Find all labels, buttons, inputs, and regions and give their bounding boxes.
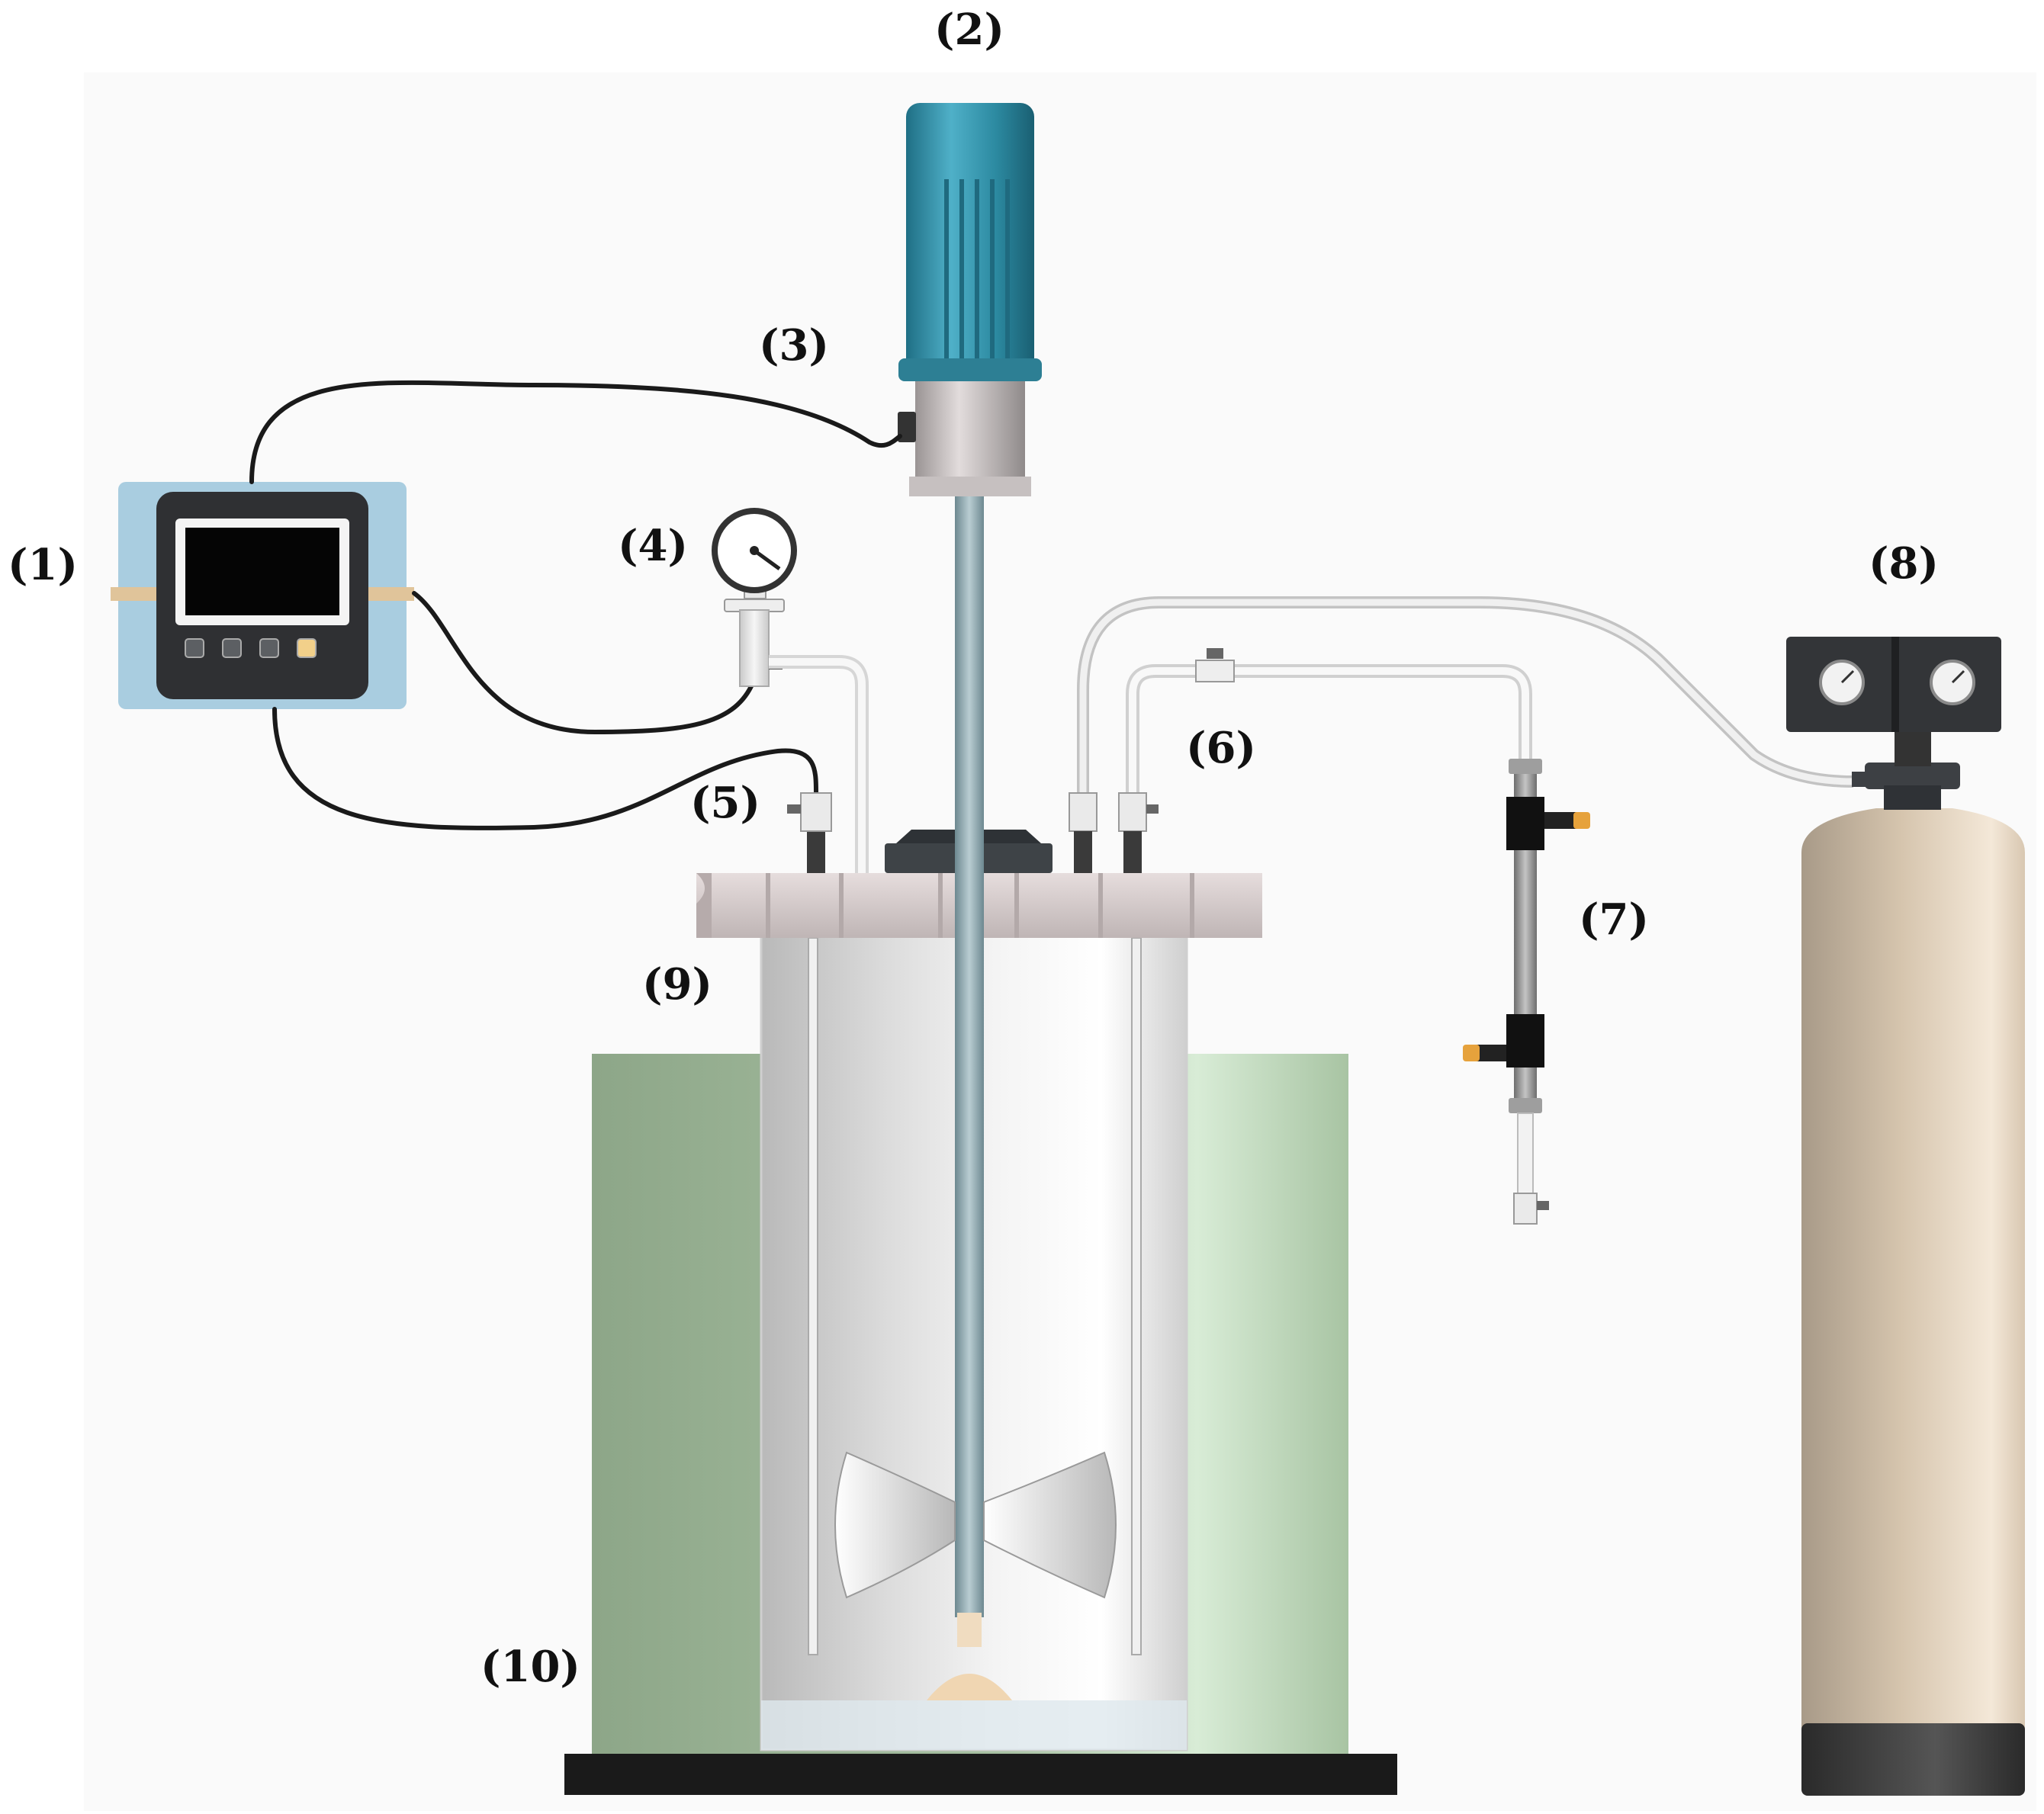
- impeller-icon: [834, 1451, 1117, 1700]
- controller-unit: [111, 482, 414, 709]
- label-gas-cylinder: (8): [1869, 538, 1939, 589]
- motor-connector-port: [898, 412, 916, 442]
- label-gas-line: (6): [1186, 723, 1256, 773]
- pressure-gauge: [712, 508, 869, 873]
- gas-line: [1069, 596, 1854, 873]
- label-reactor-vessel: (9): [642, 959, 712, 1010]
- label-sampling-tube: (7): [1579, 894, 1649, 945]
- label-pressure-gauge: (4): [618, 521, 688, 571]
- valve-icon: [800, 792, 832, 832]
- label-controller: (1): [8, 540, 78, 590]
- dip-tube-right: [1131, 937, 1142, 1655]
- stirrer-motor: [898, 103, 1042, 496]
- inlet-valve: [787, 792, 832, 873]
- label-inlet-valve: (5): [690, 778, 760, 828]
- base-plate: [564, 1754, 1397, 1795]
- gas-line-valve: [1195, 660, 1235, 682]
- sampling-tube: [1463, 759, 1590, 1225]
- controller-key-3: [259, 638, 279, 658]
- dip-tube-left: [808, 937, 818, 1655]
- label-motor: (2): [934, 5, 1004, 55]
- display-screen-icon: [185, 528, 339, 615]
- stirrer-shaft: [955, 496, 984, 1617]
- controller-key-2: [222, 638, 242, 658]
- controller-key-1: [185, 638, 204, 658]
- controller-key-4: [297, 638, 317, 658]
- label-motor-connector: (3): [759, 320, 829, 371]
- signal-cables: [249, 380, 902, 830]
- gas-cylinder: [1786, 637, 2025, 1796]
- label-heating-jacket: (10): [480, 1642, 580, 1692]
